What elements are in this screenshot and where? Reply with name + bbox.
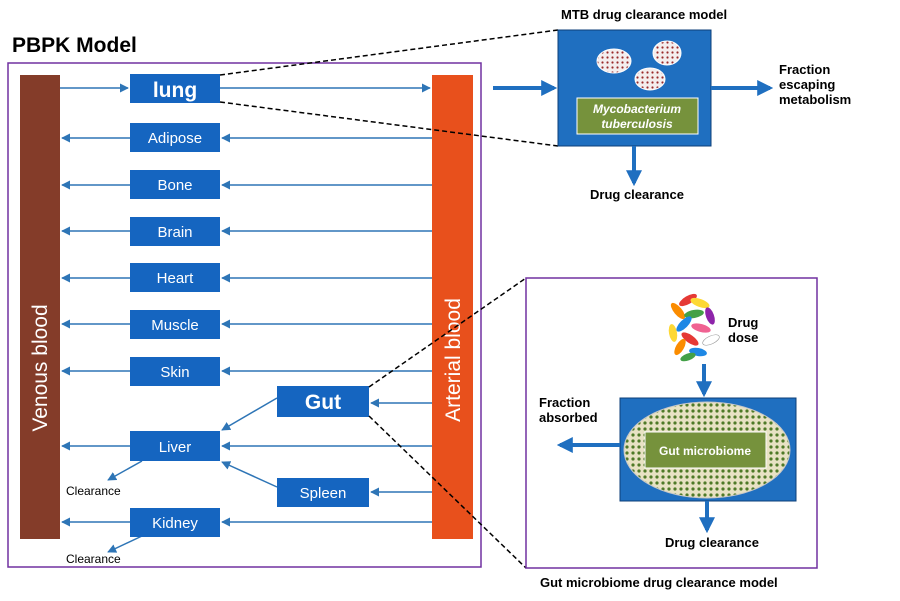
spleen-box (277, 478, 369, 507)
zoom-connectors (219, 29, 559, 569)
brain-box (130, 217, 220, 246)
arrow-liver-clearance (107, 460, 143, 481)
mtb-organism-box (576, 97, 699, 135)
gut-model-arrows (556, 364, 715, 534)
bacteria-cluster-1 (596, 48, 632, 74)
bacteria-cluster-3 (634, 67, 666, 91)
drug-pills-icon (668, 293, 720, 362)
skin-box (130, 357, 220, 386)
gut-model-title: Gut microbiome drug clearance model (540, 575, 778, 590)
muscle-label: Muscle (151, 317, 199, 334)
pbpk-frame (7, 62, 482, 568)
gut-box (277, 386, 369, 417)
fraction-absorbed-line1: Fraction (539, 395, 590, 410)
mtb-escape-line1: Fraction (779, 62, 830, 77)
pbpk-title: PBPK Model (12, 34, 137, 57)
bone-box (130, 170, 220, 199)
arterial-blood-label: Arterial blood (442, 298, 465, 422)
liver-label: Liver (159, 439, 192, 456)
flow-arrows (60, 83, 432, 553)
adipose-label: Adipose (148, 130, 202, 147)
heart-label: Heart (157, 270, 195, 287)
arrow-spleen-to-liver (221, 461, 278, 488)
arterial-blood-bar (432, 75, 473, 539)
connector-lung-bottom (219, 101, 559, 147)
drug-dose-line1: Drug (728, 315, 758, 330)
mtb-organism-line2: tuberculosis (601, 117, 673, 131)
adipose-box (130, 123, 220, 152)
gut-model-frame (525, 277, 818, 569)
mtb-clearance-label: Drug clearance (590, 187, 684, 202)
lung-box (130, 74, 220, 103)
gut-microbiome-label-box (644, 431, 767, 469)
drug-dose-line2: dose (728, 330, 758, 345)
kidney-clearance-label: Clearance (66, 552, 121, 566)
connector-gut-bottom (368, 415, 527, 569)
mtb-title: MTB drug clearance model (561, 7, 727, 22)
brain-label: Brain (157, 224, 192, 241)
spleen-label: Spleen (300, 485, 347, 502)
muscle-box (130, 310, 220, 339)
mtb-organism-line1: Mycobacterium (593, 102, 681, 116)
mtb-bacteria-clusters (596, 40, 682, 91)
gut-microbiome-label: Gut microbiome (659, 444, 751, 458)
heart-box (130, 263, 220, 292)
lung-label: lung (153, 79, 197, 102)
venous-blood-bar (20, 75, 60, 539)
skin-label: Skin (160, 364, 189, 381)
bacteria-cluster-2 (652, 40, 682, 66)
kidney-box (130, 508, 220, 537)
liver-box (130, 431, 220, 461)
organ-boxes: lung Adipose Bone Brain Heart Muscle Ski… (130, 74, 369, 537)
mtb-arrows (493, 80, 774, 187)
venous-blood-label: Venous blood (29, 304, 52, 431)
arrow-gut-to-liver (221, 397, 278, 431)
fraction-absorbed-line2: absorbed (539, 410, 598, 425)
gut-label: Gut (305, 391, 341, 414)
arrow-kidney-clearance (107, 535, 143, 553)
connector-lung-top (219, 29, 559, 76)
bone-label: Bone (157, 177, 192, 194)
liver-clearance-label: Clearance (66, 484, 121, 498)
gut-clearance-label: Drug clearance (665, 535, 759, 550)
mtb-escape-line3: metabolism (779, 92, 851, 107)
mtb-escape-line2: escaping (779, 77, 835, 92)
kidney-label: Kidney (152, 515, 198, 532)
